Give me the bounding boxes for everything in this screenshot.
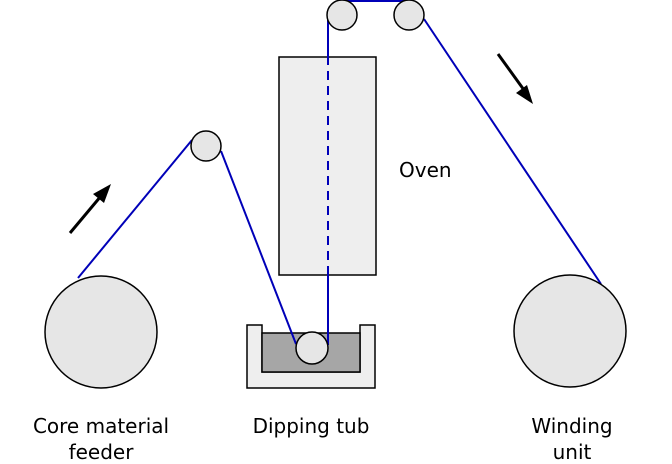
core-material-feeder-spool (44, 275, 158, 389)
winding-label-line1: Winding (531, 414, 612, 438)
fiber-segment-to-winder (423, 18, 602, 285)
dipping-tub-label: Dipping tub (253, 414, 370, 438)
fiber-segment-feed (77, 139, 193, 279)
fiber-segment-to-tub (220, 150, 297, 345)
top-roller-right (393, 0, 425, 31)
top-roller-left (326, 0, 358, 31)
arrow-down-right-icon (496, 53, 533, 104)
fiber-path (77, 0, 602, 345)
guide-roller-left (190, 130, 222, 162)
winding-unit-spool (513, 274, 627, 388)
feeder-label-line1: Core material (33, 414, 169, 438)
winding-label-line2: unit (553, 440, 592, 464)
dip-roller (295, 331, 329, 365)
arrow-up-right-icon (68, 184, 111, 234)
feeder-label-line2: feeder (69, 440, 135, 464)
oven-label: Oven (399, 158, 452, 182)
